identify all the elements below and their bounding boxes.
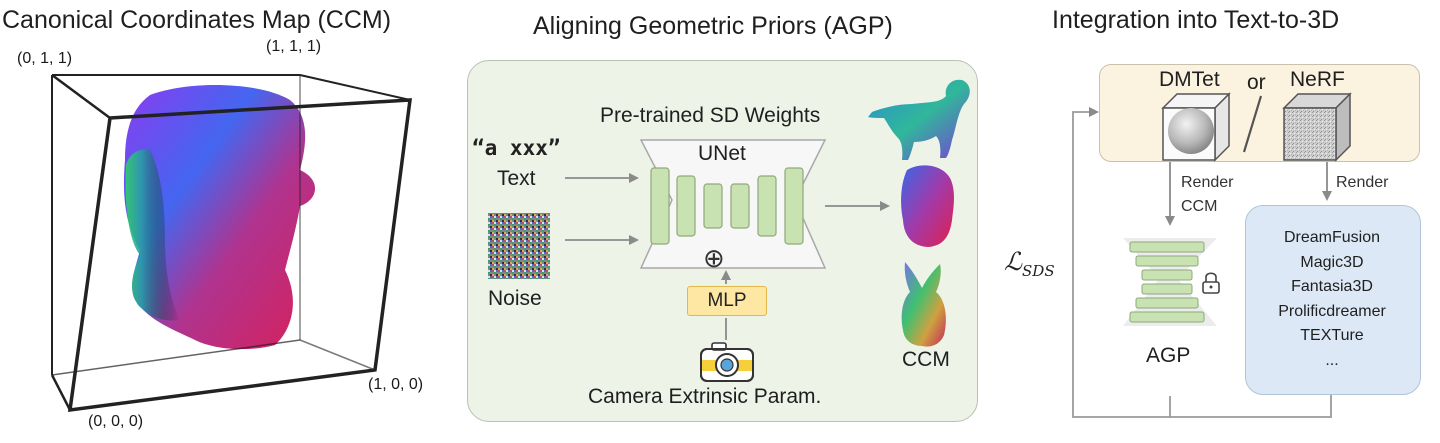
- method-item: DreamFusion: [1283, 229, 1381, 246]
- methods-box: [1245, 205, 1421, 395]
- or-label: or: [1247, 71, 1266, 94]
- ccm-cube: [51, 74, 411, 375]
- corner-label-000: (0, 0, 0): [88, 413, 144, 430]
- loss-symbol: ℒ: [1004, 247, 1023, 276]
- ccm-output-label: CCM: [902, 348, 950, 371]
- agp-frozen-icon: [1123, 238, 1217, 326]
- agp-module-label: AGP: [1146, 344, 1191, 367]
- ccm-cube-front: [50, 73, 413, 413]
- integration-arrows: [1165, 162, 1332, 226]
- feedback-loop: [1072, 107, 1332, 418]
- render-ccm-label-line2: CCM: [1181, 198, 1218, 215]
- corner-label-011: (0, 1, 1): [17, 50, 73, 67]
- loss-subscript: SDS: [1022, 262, 1055, 280]
- ccm-head-shape: [123, 84, 316, 350]
- method-item: Fantasia3D: [1291, 278, 1373, 295]
- corner-label-100: (1, 0, 0): [368, 376, 424, 393]
- method-item: Magic3D: [1300, 253, 1364, 271]
- method-item: TEXTure: [1300, 327, 1364, 344]
- method-item: ...: [1325, 351, 1339, 369]
- noise-input-label: Noise: [488, 287, 542, 310]
- unet-label: UNet: [698, 142, 746, 165]
- dmtet-label: DMTet: [1159, 68, 1220, 91]
- add-operator: ⊕: [703, 243, 725, 273]
- agp-title: Aligning Geometric Priors (AGP): [533, 12, 893, 40]
- sds-loss-label: ℒSDS: [1004, 247, 1055, 280]
- camera-icon-overlay: [700, 342, 754, 382]
- corner-label-111: (1, 1, 1): [266, 38, 322, 55]
- integration-title: Integration into Text-to-3D: [1052, 6, 1340, 34]
- ccm-title: Canonical Coordinates Map (CCM): [2, 6, 392, 34]
- pretrained-weights-label: Pre-trained SD Weights: [600, 104, 821, 127]
- unet-shape-overlay: [639, 139, 827, 269]
- representation-box: [1099, 64, 1420, 162]
- render-label: Render: [1336, 174, 1389, 191]
- camera-param-label: Camera Extrinsic Param.: [588, 385, 822, 408]
- lock-icon: [1202, 272, 1220, 294]
- mlp-box: MLP: [687, 286, 767, 316]
- nerf-label: NeRF: [1290, 68, 1345, 91]
- render-ccm-label-line1: Render: [1181, 174, 1234, 191]
- methods-list: DreamFusion Magic3D Fantasia3D Prolificd…: [1245, 226, 1419, 373]
- text-input-label: Text: [497, 167, 536, 190]
- method-item: Prolificdreamer: [1278, 302, 1386, 320]
- prompt-text: “a xxx”: [472, 136, 561, 160]
